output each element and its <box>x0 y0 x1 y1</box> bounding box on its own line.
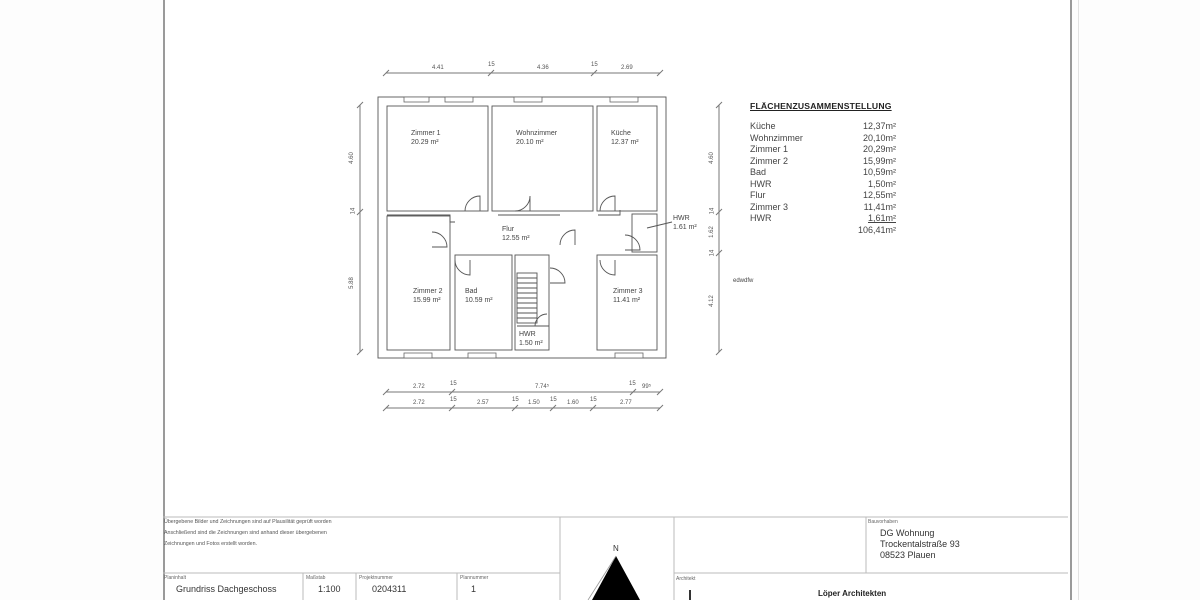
title-block-notes: Übergebene Bilder und Zeichnungen sind a… <box>164 519 332 547</box>
summary-total: 106,41m² <box>857 224 896 235</box>
dim-bottom: 2.77 <box>620 400 632 406</box>
dim-right: 14 <box>709 207 716 215</box>
dim-right: 1.62 <box>708 226 715 238</box>
summary-title: FLÄCHENZUSAMMENSTELLUNG <box>750 101 892 111</box>
dim-top: 4.41 <box>432 65 444 71</box>
planinhalt-value: Grundriss Dachgeschoss <box>176 584 277 594</box>
dim-bottom: 7.74⁵ <box>535 384 550 390</box>
dim-top: 2.69 <box>621 65 633 71</box>
plannummer-label: Plannummer <box>460 575 489 581</box>
north-arrow-icon <box>592 556 640 600</box>
dim-bottom: 1.60 <box>567 400 579 406</box>
massstab-value: 1:100 <box>318 584 341 594</box>
page-edge <box>1078 0 1079 600</box>
dim-bottom: 2.72 <box>413 400 425 406</box>
architekt-value: Löper Architekten <box>818 589 887 598</box>
massstab-label: Maßstab <box>306 575 326 581</box>
north-label: N <box>613 544 619 553</box>
dim-bottom: 2.57 <box>477 400 489 406</box>
bauvorhaben-value: DG Wohnung Trockentalstraße 93 08523 Pla… <box>880 528 960 560</box>
dim-left: 4.60 <box>348 152 355 164</box>
dim-bottom: 99⁵ <box>642 384 652 390</box>
dim-bottom: 2.72 <box>413 384 425 390</box>
annotation-text: edwdfw <box>733 278 754 284</box>
dim-bottom: 15 <box>450 397 457 403</box>
dim-right: 4.12 <box>708 295 715 307</box>
dim-left: 14 <box>350 207 357 215</box>
dim-bottom: 1.50 <box>528 400 540 406</box>
plannummer-value: 1 <box>471 584 477 594</box>
planinhalt-label: Planinhalt <box>164 575 186 581</box>
projektnummer-value: 0204311 <box>372 584 407 594</box>
dim-left: 5.88 <box>348 277 355 289</box>
bauvorhaben-label: Bauvorhaben <box>868 519 898 525</box>
architekt-label: Architekt <box>676 576 696 582</box>
dim-top: 15 <box>591 62 598 68</box>
dim-right: 4.60 <box>708 152 715 164</box>
dim-bottom: 15 <box>629 381 636 387</box>
dim-top: 15 <box>488 62 495 68</box>
dim-right: 14 <box>709 249 716 257</box>
dim-bottom: 15 <box>550 397 557 403</box>
dim-top: 4.36 <box>537 65 549 71</box>
dim-bottom: 15 <box>590 397 597 403</box>
projektnummer-label: Projektnummer <box>359 575 393 581</box>
dim-bottom: 15 <box>450 381 457 387</box>
dim-bottom: 15 <box>512 397 519 403</box>
